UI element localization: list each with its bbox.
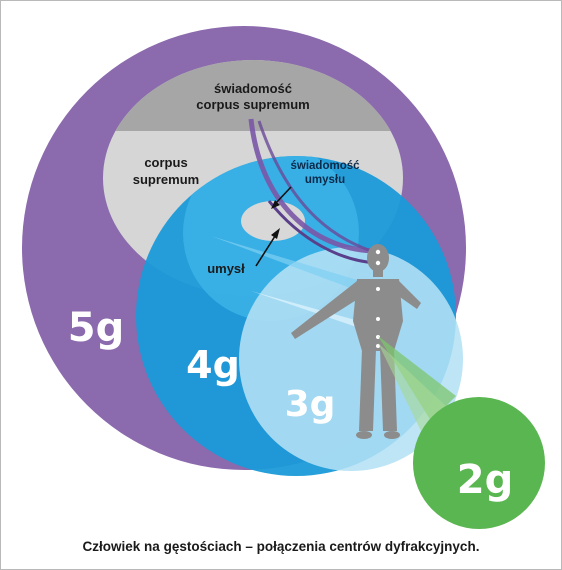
pointer-arrows bbox=[255, 186, 292, 267]
label-umysl: umysł bbox=[207, 261, 245, 276]
connection-line-cs bbox=[248, 118, 378, 254]
connection-line-umysl bbox=[267, 200, 378, 265]
label-3g: 3g bbox=[285, 384, 336, 425]
density-3g-circle bbox=[239, 247, 463, 471]
figure-centers bbox=[375, 249, 381, 348]
figure-caption: Człowiek na gęstościach – połączenia cen… bbox=[82, 539, 480, 554]
density-diagram: świadomość corpus supremum corpus suprem… bbox=[22, 26, 545, 529]
density-2g-circle bbox=[413, 397, 545, 529]
connection-beam-2g-b bbox=[378, 343, 446, 431]
label-5g: 5g bbox=[68, 305, 124, 351]
label-corpus-supremum-2: supremum bbox=[133, 172, 199, 187]
label-2g: 2g bbox=[457, 457, 513, 503]
label-swiadomosc-cs-2: corpus supremum bbox=[196, 97, 309, 112]
label-corpus-supremum-1: corpus bbox=[144, 155, 187, 170]
label-swiadomosc-cs-1: świadomość bbox=[214, 81, 292, 96]
label-swiadomosc-umyslu-2: umysłu bbox=[305, 174, 345, 186]
label-4g: 4g bbox=[186, 343, 240, 387]
connection-line-cs-2 bbox=[257, 120, 378, 255]
connection-beam-4g bbox=[211, 236, 377, 298]
connection-beam-3g bbox=[251, 291, 377, 334]
label-swiadomosc-umyslu-1: świadomość bbox=[290, 160, 360, 172]
